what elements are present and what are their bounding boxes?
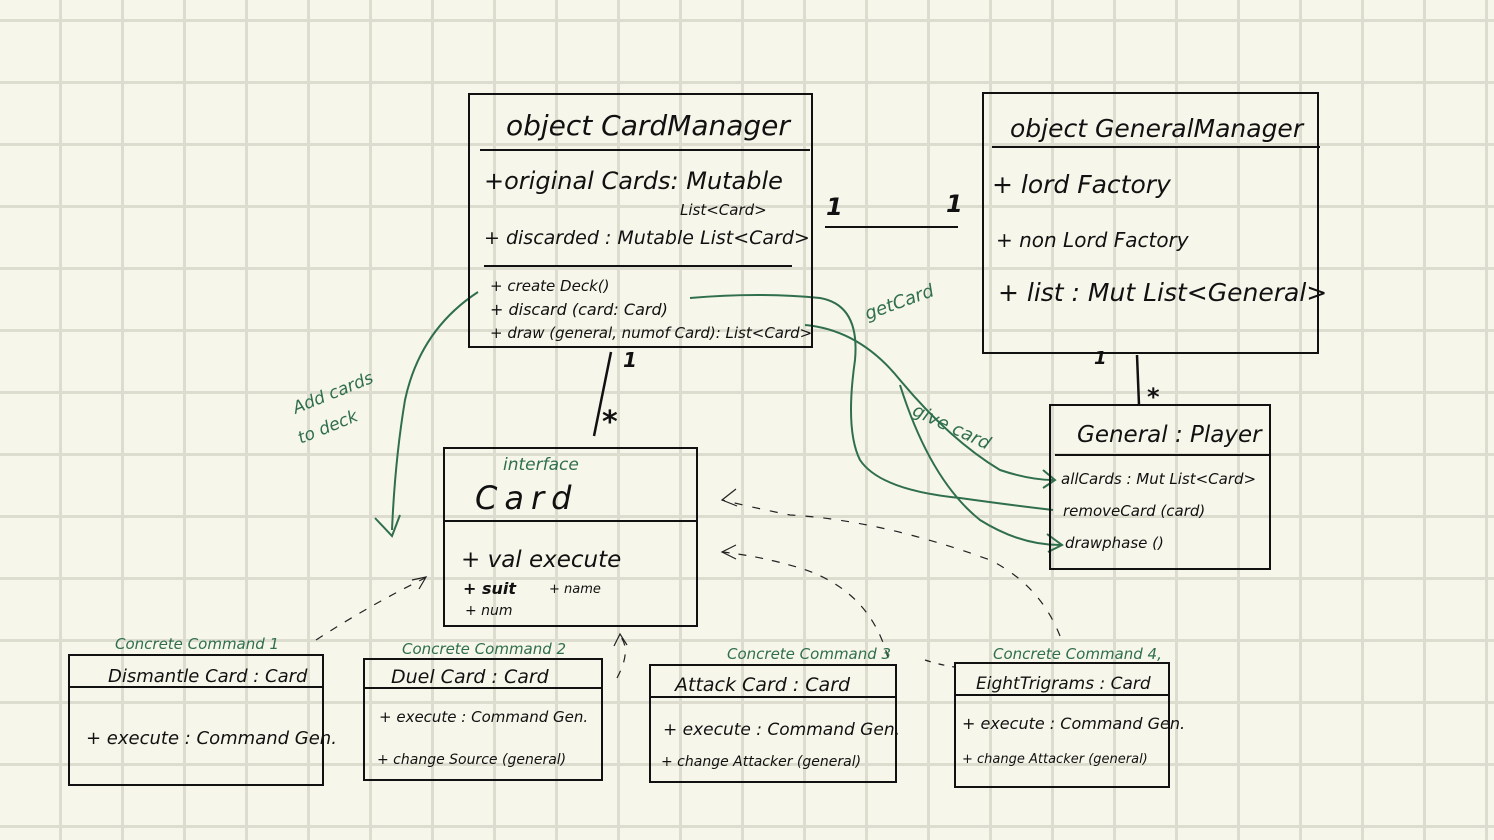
general-player-title: General : Player bbox=[1077, 422, 1262, 448]
general-player-member-1: allCards : Mut List<Card> bbox=[1061, 470, 1257, 488]
general-manager-attr-2: + non Lord Factory bbox=[996, 228, 1189, 252]
command-2-member-2: + change Source (general) bbox=[377, 752, 567, 768]
command-1-title: Dismantle Card : Card bbox=[108, 666, 308, 687]
general-manager-attr-1: + lord Factory bbox=[992, 170, 1171, 199]
card-member-num: + num bbox=[465, 603, 513, 619]
card-divider bbox=[445, 520, 697, 522]
card-member-name: + name bbox=[549, 582, 601, 597]
add-cards-arrowhead bbox=[374, 514, 401, 538]
command-3-title: Attack Card : Card bbox=[675, 674, 851, 696]
command-4-divider bbox=[956, 694, 1170, 696]
card-manager-title: object CardManager bbox=[506, 109, 790, 142]
association-line-cardmanager-card bbox=[592, 351, 613, 437]
general-player-divider bbox=[1055, 454, 1270, 456]
command-2-member-1: + execute : Command Gen. bbox=[379, 708, 589, 726]
card-manager-class: object CardManager +original Cards: Muta… bbox=[468, 93, 813, 348]
implements-dashed-3 bbox=[721, 551, 889, 659]
card-member-execute: + val execute bbox=[461, 547, 622, 573]
card-manager-attr-2: + discarded : Mutable List<Card> bbox=[484, 227, 810, 249]
card-manager-attr-1: +original Cards: Mutable bbox=[484, 167, 783, 195]
association-line-generalmanager-player bbox=[1135, 354, 1141, 406]
card-interface-class: interface Card + val execute + suit + na… bbox=[443, 447, 698, 627]
general-manager-title: object GeneralManager bbox=[1010, 114, 1304, 143]
implements-dashed-4b bbox=[924, 659, 956, 668]
general-manager-attr-3: + list : Mut List<General> bbox=[998, 278, 1328, 307]
give-card-arrow-2 bbox=[899, 384, 1061, 546]
card-title: Card bbox=[475, 479, 579, 517]
card-manager-method-1: + create Deck() bbox=[490, 277, 610, 295]
command-2-class: Duel Card : Card + execute : Command Gen… bbox=[363, 658, 603, 781]
implements-dashed-4 bbox=[721, 499, 1061, 637]
give-card-arrow-1 bbox=[804, 324, 1054, 481]
get-card-arrow bbox=[689, 294, 1054, 511]
command-1-member-1: + execute : Command Gen. bbox=[86, 728, 337, 749]
command-4-class: EightTrigrams : Card + execute : Command… bbox=[954, 662, 1185, 788]
multiplicity-cm-card-top: 1 bbox=[623, 348, 637, 372]
general-manager-divider bbox=[992, 146, 1320, 148]
command-2-divider bbox=[365, 687, 603, 689]
command-4-member-2: + change Attacker (general) bbox=[962, 752, 1148, 767]
command-2-label: Concrete Command 2 bbox=[402, 640, 567, 658]
command-3-label: Concrete Command 3 bbox=[727, 645, 892, 663]
general-player-member-3: drawphase () bbox=[1065, 534, 1164, 552]
general-manager-class: object GeneralManager + lord Factory + n… bbox=[982, 92, 1327, 354]
command-1-class: Dismantle Card : Card + execute : Comman… bbox=[68, 654, 337, 786]
command-4-label: Concrete Command 4, bbox=[993, 645, 1162, 663]
implements-dashed-2 bbox=[616, 635, 626, 679]
command-1-label: Concrete Command 1 bbox=[115, 635, 280, 653]
general-player-member-2: removeCard (card) bbox=[1063, 502, 1206, 520]
command-4-title: EightTrigrams : Card bbox=[976, 674, 1151, 694]
add-cards-arrow bbox=[391, 291, 479, 531]
card-member-suit: + suit bbox=[463, 579, 517, 598]
card-manager-method-2: + discard (card: Card) bbox=[490, 300, 668, 319]
command-1-divider bbox=[70, 686, 324, 688]
multiplicity-cm-gm-left: 1 bbox=[826, 193, 843, 221]
card-manager-divider-2 bbox=[484, 265, 792, 267]
card-manager-divider-1 bbox=[480, 149, 810, 151]
command-3-member-2: + change Attacker (general) bbox=[661, 754, 862, 770]
card-manager-attr-1-cont: List<Card> bbox=[680, 201, 767, 219]
implements-arrowhead-2 bbox=[613, 632, 628, 647]
general-player-class: General : Player allCards : Mut List<Car… bbox=[1049, 404, 1271, 570]
give-card-arrowhead-2 bbox=[1046, 533, 1064, 553]
command-3-divider bbox=[651, 696, 897, 698]
implements-arrowhead-4 bbox=[720, 488, 738, 507]
implements-arrowhead-1 bbox=[411, 576, 428, 590]
give-card-arrowhead-1 bbox=[1042, 469, 1057, 489]
multiplicity-cm-gm-right: 1 bbox=[946, 190, 963, 218]
command-2-title: Duel Card : Card bbox=[391, 666, 549, 688]
implements-dashed-1 bbox=[315, 577, 426, 641]
card-manager-method-3: + draw (general, numof Card): List<Card> bbox=[490, 324, 813, 342]
command-3-class: Attack Card : Card + execute : Command G… bbox=[649, 664, 900, 783]
multiplicity-cm-card-bottom: * bbox=[602, 405, 618, 440]
card-stereotype: interface bbox=[503, 455, 579, 475]
implements-arrowhead-3 bbox=[720, 544, 737, 560]
command-4-member-1: + execute : Command Gen. bbox=[962, 714, 1186, 733]
command-3-member-1: + execute : Command Gen. bbox=[663, 720, 900, 740]
